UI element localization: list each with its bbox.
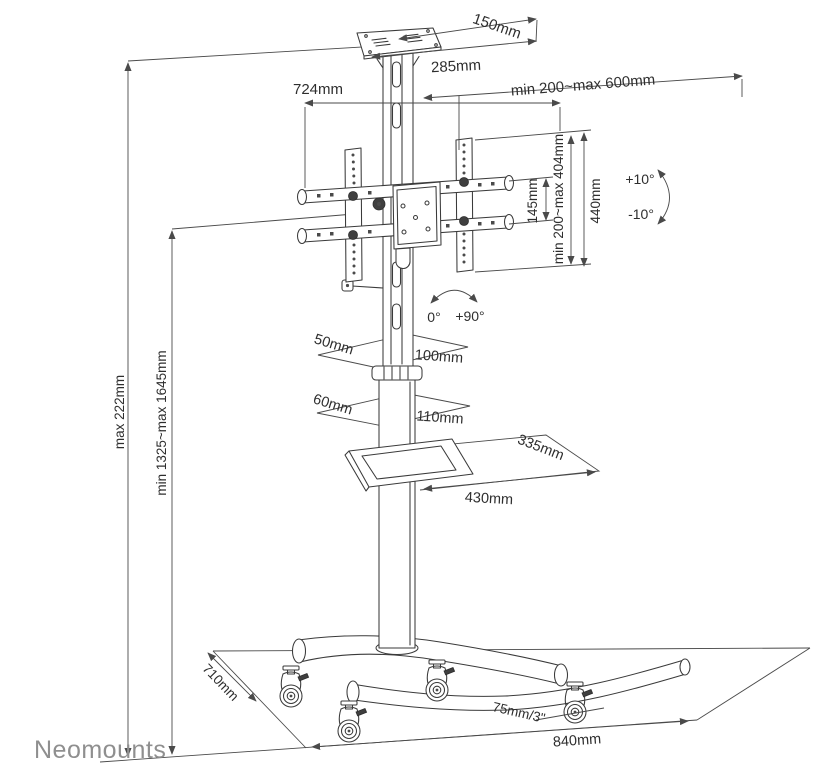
dim-av-shelf-depth: 335mm: [515, 432, 566, 464]
rail-bolt: [459, 216, 469, 226]
vesa-holes: [351, 143, 466, 275]
release-handle: [395, 247, 411, 270]
shelf-plate: [348, 438, 474, 488]
dim-av-shelf-width: 430mm: [464, 490, 513, 509]
column-lock-knob: [341, 279, 384, 292]
dim-lower-column-width: 110mm: [416, 408, 464, 427]
rail-bolt: [348, 191, 358, 201]
caster-back-left: [279, 665, 310, 708]
dim-screen-center-height: min 1325~max 1645mm: [154, 350, 169, 495]
dim-upper-column-width: 100mm: [414, 347, 463, 366]
dim-bracket-height: 440mm: [588, 178, 603, 223]
column-collar: [371, 365, 423, 381]
dim-swivel-min: 0°: [427, 309, 440, 325]
swivel-arc: [430, 289, 478, 304]
screen-mount: [296, 137, 515, 283]
column-section-callouts: [316, 333, 471, 427]
dimension-lines: [207, 16, 743, 751]
rear-tube-right-cap: [553, 663, 569, 687]
column-assembly: [341, 51, 423, 656]
dim-top-shelf-depth: 150mm: [470, 10, 523, 42]
dim-base-depth: 710mm: [200, 661, 242, 704]
tilt-arc: [657, 169, 670, 225]
dim-tilt-up: +10°: [625, 171, 654, 187]
dim-overall-height: max 222mm: [112, 375, 127, 449]
dim-base-width: 840mm: [552, 731, 601, 750]
rear-tube-left-cap: [291, 638, 307, 664]
rail-cap: [296, 227, 308, 245]
caster-front-left: [337, 700, 368, 743]
rail-cap: [503, 174, 515, 192]
rail-bolt: [348, 230, 358, 240]
neomounts-logo: Neomounts: [34, 736, 166, 764]
height-dimensions: [124, 43, 413, 757]
dim-swivel-max: +90°: [455, 308, 484, 324]
base-assembly: [279, 635, 691, 743]
front-tube-left-cap: [346, 680, 360, 704]
dim-vesa-width-range: min 200~max 600mm: [510, 71, 656, 99]
dim-vesa-height-range: min 200~max 404mm: [551, 134, 566, 264]
rail-cap: [503, 213, 515, 231]
dim-crossbar-width: 724mm: [293, 81, 343, 98]
dim-tilt-down: -10°: [628, 206, 654, 222]
dim-lower-column-depth: 60mm: [311, 391, 354, 418]
rail-cap: [296, 188, 308, 206]
dim-rail-gap: 145mm: [525, 178, 540, 223]
front-tube-right-cap: [679, 658, 691, 676]
av-shelf: [344, 434, 601, 492]
rail-bolt: [459, 177, 469, 187]
rail-slots: [317, 182, 495, 237]
dim-top-shelf-width: 285mm: [431, 57, 482, 77]
